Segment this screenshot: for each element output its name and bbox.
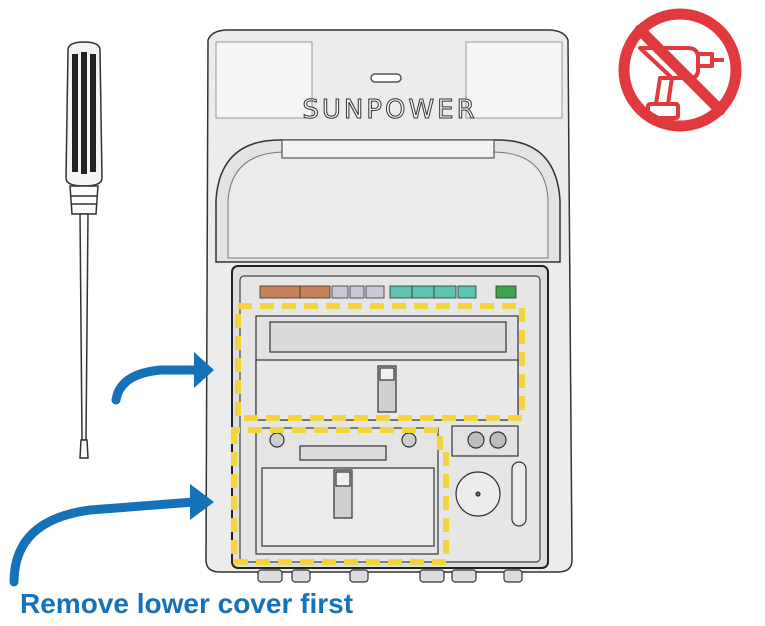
screw-icon: [269, 432, 285, 448]
screwdriver-icon: [65, 41, 103, 459]
curved-arrow-icon: [9, 484, 214, 587]
upper-breaker-module: [255, 315, 519, 421]
no-power-drill-icon: [618, 8, 742, 132]
terminal-strip: [259, 285, 517, 299]
screw-icon: [401, 432, 417, 448]
highlight-upper-cover: [235, 303, 525, 421]
mounting-feet: [257, 569, 523, 583]
instruction-caption: Remove lower cover first: [20, 588, 354, 619]
highlight-lower-cover: [231, 427, 449, 565]
brand-logo: SUNPOWER: [302, 95, 477, 125]
connector-icon: [467, 431, 485, 449]
curved-arrow-icon: [111, 352, 214, 405]
status-led-icon: [370, 73, 402, 83]
connector-icon: [489, 431, 507, 449]
lower-breaker-module: [255, 427, 439, 555]
conduit-knockout: [451, 425, 527, 527]
